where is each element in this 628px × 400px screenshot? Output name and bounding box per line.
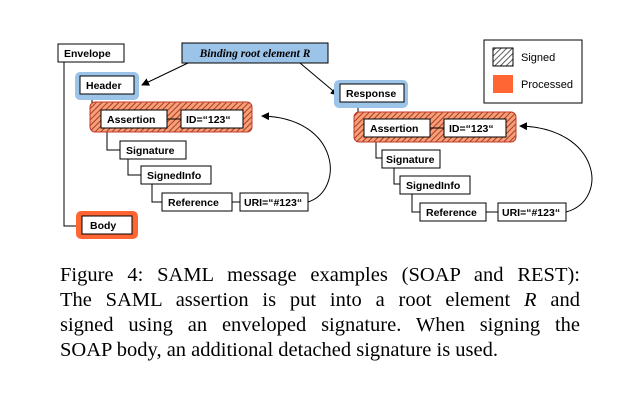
right-response-label: Response	[346, 88, 396, 100]
left-assertion-label: Assertion	[107, 114, 155, 126]
legend-processed-swatch	[493, 75, 513, 93]
legend-signed-label: Signed	[521, 52, 555, 64]
left-assertion-node: Assertion ID=“123“	[89, 101, 253, 133]
right-reference-arrow	[519, 122, 593, 213]
left-signature-label: Signature	[126, 145, 175, 157]
left-reference-node: Reference URI=“#123“	[161, 192, 309, 212]
right-signature-node: Signature	[381, 149, 441, 169]
left-body-label: Body	[90, 220, 116, 232]
right-signature-label: Signature	[386, 154, 435, 166]
left-reference-label: Reference	[168, 197, 219, 209]
right-signedinfo-node: SignedInfo	[399, 175, 471, 195]
caption-line-2-a: The SAML assertion is put into a root el…	[60, 289, 525, 311]
binding-arrow-response	[299, 62, 339, 96]
legend-processed-label: Processed	[521, 79, 573, 91]
right-response-node: Response	[334, 80, 408, 108]
left-reference-arrow	[261, 112, 331, 203]
caption-line-4: SOAP body, an additional detached signat…	[60, 339, 499, 361]
left-header-node: Header	[75, 72, 139, 100]
legend-signed-swatch	[492, 47, 514, 67]
left-envelope-node: Envelope	[57, 43, 125, 63]
right-reference-label: Reference	[426, 207, 477, 219]
right-assertion-node: Assertion ID=“123“	[353, 111, 517, 143]
caption-line-2-b: and	[536, 289, 580, 311]
legend: Signed Processed	[483, 39, 583, 104]
caption-variable-r: R	[524, 289, 537, 311]
left-envelope-label: Envelope	[64, 48, 111, 60]
left-uri-attr: URI=“#123“	[244, 197, 302, 209]
right-signedinfo-label: SignedInfo	[406, 180, 460, 192]
binding-arrow-header	[141, 62, 189, 86]
figure-caption: Figure 4: SAML message examples (SOAP an…	[60, 263, 580, 363]
left-header-label: Header	[86, 80, 122, 92]
right-reference-node: Reference URI=“#123“	[419, 202, 567, 222]
caption-line-3: signed using an enveloped signature. Whe…	[60, 314, 580, 336]
right-uri-attr: URI=“#123“	[502, 207, 560, 219]
left-id-attr: ID=“123“	[186, 114, 231, 126]
right-assertion-label: Assertion	[370, 123, 418, 135]
caption-line-2: The SAML assertion is put into a root el…	[60, 288, 580, 313]
binding-root-node: Binding root element R	[181, 42, 329, 64]
left-signedinfo-node: SignedInfo	[140, 165, 212, 185]
caption-line-1: Figure 4: SAML message examples (SOAP an…	[60, 264, 580, 286]
left-signature-node: Signature	[119, 140, 187, 160]
left-body-node: Body	[76, 211, 138, 239]
saml-diagram: Envelope Header Assertion ID=“123“ Signa…	[57, 39, 593, 239]
left-signedinfo-label: SignedInfo	[147, 170, 201, 182]
right-id-attr: ID=“123“	[449, 123, 494, 135]
binding-root-label: Binding root element R	[199, 48, 311, 60]
